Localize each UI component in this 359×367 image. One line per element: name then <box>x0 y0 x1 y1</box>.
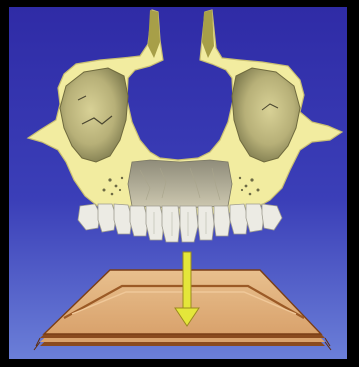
palate <box>128 160 232 208</box>
